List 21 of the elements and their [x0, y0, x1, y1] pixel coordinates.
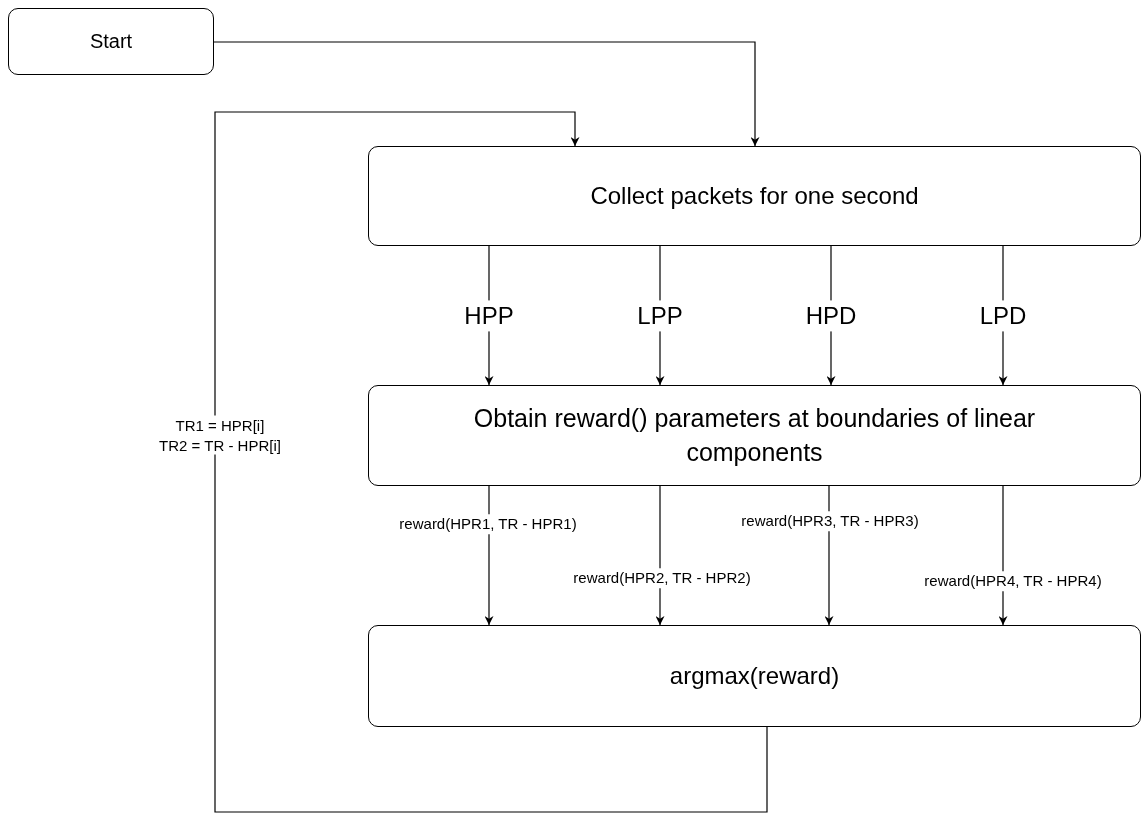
arrow — [214, 111, 768, 813]
box-text: Collect packets for one second — [590, 180, 919, 211]
edge-label: reward(HPR1, TR - HPR1) — [399, 514, 577, 534]
box-text: argmax(reward) — [669, 660, 840, 691]
edge-label: HPP — [464, 300, 514, 332]
arrow — [484, 485, 494, 626]
edge-label: HPD — [805, 300, 857, 332]
box-text: Start — [89, 29, 133, 54]
box-text: Obtain reward() parameters at boundaries of linear components — [472, 402, 1037, 468]
edge-label: TR1 = HPR[i] TR2 = TR - HPR[i] — [159, 415, 281, 455]
process-box — [368, 146, 1141, 246]
process-box — [8, 8, 214, 75]
arrow — [824, 485, 834, 626]
edge-label: LPP — [637, 300, 683, 332]
process-box — [368, 385, 1141, 486]
edge-label: reward(HPR4, TR - HPR4) — [924, 571, 1102, 591]
process-box — [368, 625, 1141, 727]
edge-label: reward(HPR3, TR - HPR3) — [741, 511, 919, 531]
edge-label: LPD — [979, 300, 1027, 332]
edge-label: reward(HPR2, TR - HPR2) — [573, 568, 751, 588]
arrow — [213, 41, 760, 147]
